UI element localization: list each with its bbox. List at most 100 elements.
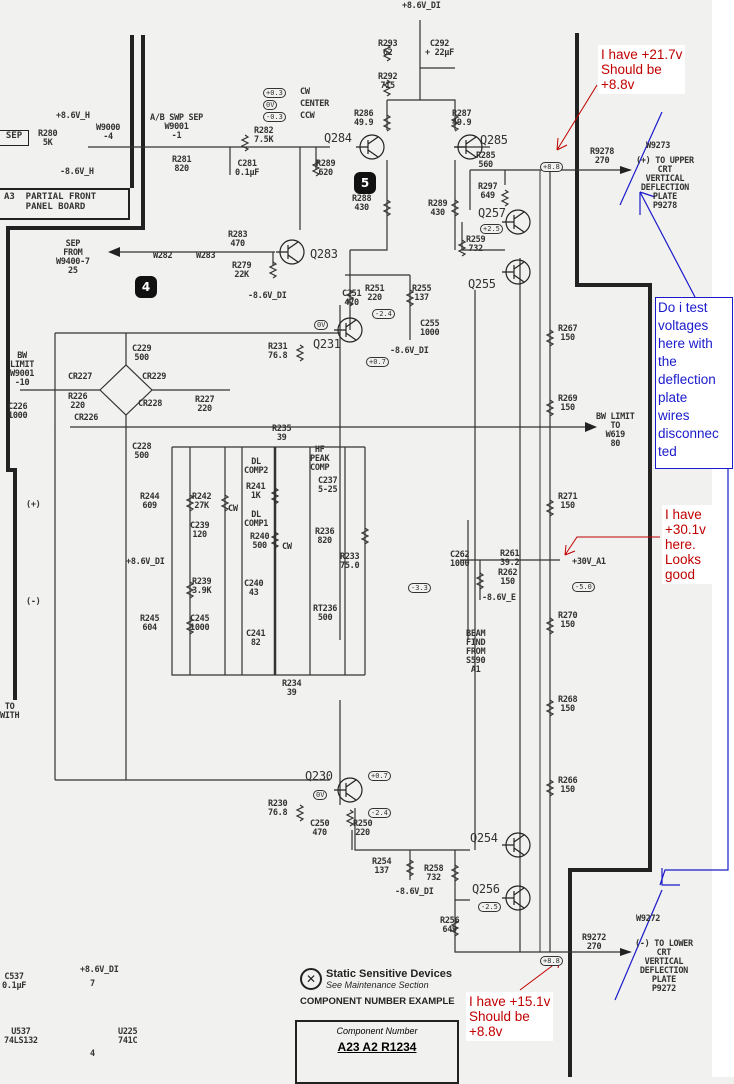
label-vh1: +8.6V_H xyxy=(56,111,90,121)
label-r254: R254 137 xyxy=(372,857,392,876)
resistor-symbol xyxy=(345,289,355,307)
voltage-badge-q230c: +0.7 xyxy=(368,771,391,781)
label-ccw: CCW xyxy=(300,111,315,121)
resistor-symbol xyxy=(270,487,280,505)
label-cr229: CR229 xyxy=(142,372,167,382)
voltage-badge-cw: +0.3 xyxy=(263,88,286,98)
label-r235: R235 39 xyxy=(272,424,292,443)
label-r255: R255 137 xyxy=(412,284,432,303)
label-r250: R250 220 xyxy=(353,819,373,838)
label-beam: BEAM FIND FROM S590 A1 xyxy=(466,629,486,675)
voltage-badge-q257: +2.5 xyxy=(480,224,503,234)
resistor-symbol xyxy=(475,572,485,590)
component-number-example-title: COMPONENT NUMBER EXAMPLE xyxy=(300,996,455,1007)
label-c251: C251 470 xyxy=(342,289,362,308)
resistor-symbol xyxy=(545,699,555,717)
resistor-symbol xyxy=(405,289,415,307)
resistor-symbol xyxy=(450,919,460,937)
marker-4: 4 xyxy=(135,276,157,298)
transistor-q284 xyxy=(356,134,385,160)
label-dlcomp1: DL COMP1 xyxy=(244,510,269,529)
label-r244: R244 609 xyxy=(140,492,160,511)
label-vpos3: +8.6V_DI xyxy=(80,965,119,975)
label-vtop: +8.6V_DI xyxy=(402,1,441,11)
component-number-example-box: Component Number A23 A2 R1234 xyxy=(295,1020,459,1084)
label-cw1: CW xyxy=(228,504,238,514)
label-c226: C226 1000 xyxy=(8,402,28,421)
resistor-symbol xyxy=(270,531,280,549)
transistor-q256 xyxy=(502,885,531,911)
label-dlcomp2: DL COMP2 xyxy=(244,457,269,476)
label-upperplate: (+) TO UPPER CRT VERTICAL DEFLECTION PLA… xyxy=(636,156,694,211)
resistor-symbol xyxy=(382,44,392,62)
label-absep: A/B SWP SEP W9001 -1 xyxy=(150,113,203,141)
voltage-badge-upper_out: +8.8 xyxy=(540,162,563,172)
label-r282: R282 7.5K xyxy=(254,126,274,145)
label-w9000: W9000 -4 xyxy=(96,123,121,142)
a3-label: A3 PARTIAL FRONT PANEL BOARD xyxy=(4,192,97,212)
transistor-q255 xyxy=(502,259,531,285)
transistor-q285 xyxy=(454,134,483,160)
label-towith: TO WITH xyxy=(0,702,20,721)
voltage-badge-q230e: -2.4 xyxy=(368,808,391,818)
voltage-badge-c262: -3.3 xyxy=(408,583,431,593)
a3-front-panel-board-box: A3 PARTIAL FRONT PANEL BOARD xyxy=(0,188,130,220)
label-r9272: R9272 270 xyxy=(582,933,607,952)
label-c240: C240 43 xyxy=(244,579,264,598)
static-subtitle: See Maintenance Section xyxy=(326,980,429,990)
label-r280: R280 5K xyxy=(38,129,58,148)
label-r239: R239 3.9K xyxy=(192,577,212,596)
resistor-symbol xyxy=(450,199,460,217)
resistor-symbol xyxy=(240,134,250,152)
resistor-symbol xyxy=(545,779,555,797)
label-vneg2: -8.6V_E xyxy=(482,593,516,603)
voltage-badge-q230b: 0V xyxy=(313,790,328,800)
label-c239: C239 120 xyxy=(190,521,210,540)
label-c250: C250 470 xyxy=(310,819,330,838)
label-r259: R259 732 xyxy=(466,235,486,254)
label-c245: C245 1000 xyxy=(190,614,210,633)
voltage-badge-q231c: +0.7 xyxy=(366,357,389,367)
label-r279: R279 22K xyxy=(232,261,252,280)
transistor-q283 xyxy=(276,239,305,265)
label-w9273: W9273 xyxy=(646,141,671,151)
label-c537: C537 0.1µF xyxy=(2,972,27,991)
static-warning-icon: ✕ xyxy=(300,968,322,990)
transistor-q254 xyxy=(502,832,531,858)
resistor-symbol xyxy=(545,499,555,517)
label-center: CENTER xyxy=(300,99,329,109)
label-cw2: CW xyxy=(282,542,292,552)
resistor-symbol xyxy=(220,494,230,512)
label-r289: R289 620 xyxy=(316,159,336,178)
label-r227: R227 220 xyxy=(195,395,215,414)
label-c241: C241 82 xyxy=(246,629,266,648)
transistor-label-q256: Q256 xyxy=(472,882,500,896)
resistor-symbol xyxy=(500,189,510,207)
label-r241: R241 1K xyxy=(246,482,266,501)
label-plus: (+) xyxy=(26,500,41,510)
label-w282: W282 xyxy=(153,251,173,261)
label-r258: R258 732 xyxy=(424,864,444,883)
annotation-lower-voltage: I have +15.1v Should be +8.8v xyxy=(466,992,554,1041)
annotation-upper-voltage: I have +21.7v Should be +8.8v xyxy=(598,45,686,94)
label-r242: R242 27K xyxy=(192,492,212,511)
transistor-label-q231: Q231 xyxy=(313,337,341,351)
label-lowerplate: (-) TO LOWER CRT VERTICAL DEFLECTION PLA… xyxy=(635,939,693,994)
label-pin4: 4 xyxy=(90,1049,95,1059)
label-r269: R269 150 xyxy=(558,394,578,413)
annotation-question: Do i test voltages here with the deflect… xyxy=(655,297,733,469)
resistor-symbol xyxy=(345,809,355,827)
label-c281: C281 0.1µF xyxy=(235,159,260,178)
resistor-symbol xyxy=(311,159,321,177)
label-r288: R288 430 xyxy=(352,194,372,213)
label-c228: C228 500 xyxy=(132,442,152,461)
label-sepfrom: SEP FROM W9400-7 25 xyxy=(56,239,90,276)
label-c292: C292 + 22µF xyxy=(425,39,454,58)
label-hfpeak: HF PEAK COMP xyxy=(310,445,330,473)
resistor-symbol xyxy=(268,261,278,279)
label-r287: R287 49.9 xyxy=(452,109,472,128)
transistor-label-q257: Q257 xyxy=(478,206,506,220)
label-r283: R283 470 xyxy=(228,230,248,249)
label-r289b: R289 430 xyxy=(428,199,448,218)
